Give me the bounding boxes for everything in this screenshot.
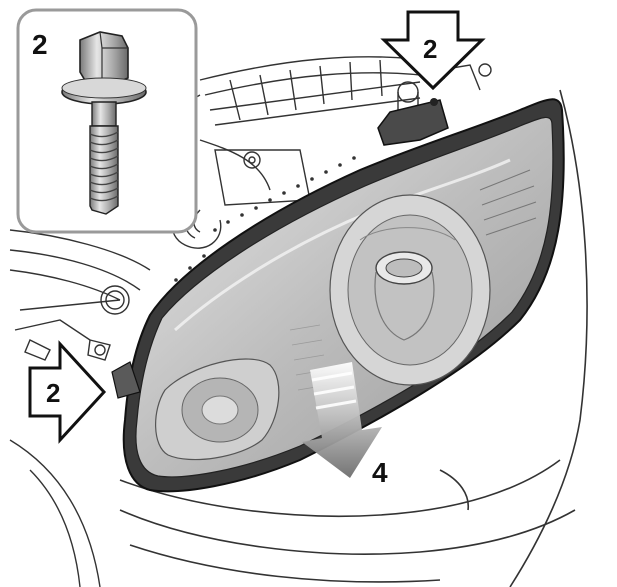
harness-dots: [174, 156, 356, 282]
top-callout-arrow: [380, 10, 486, 91]
removal-arrow: [302, 362, 382, 478]
lens-pattern: [289, 324, 329, 391]
headlamp-mount-tab-top: [377, 99, 449, 146]
callout-top-number: 2: [423, 34, 437, 64]
bolt-inset-panel: [16, 8, 198, 234]
right-arrow-icon: [28, 340, 107, 444]
down-arrow-icon: [380, 10, 486, 91]
headlamp-assembly: [111, 98, 565, 493]
callout-left-number: 2: [46, 378, 60, 408]
headlamp-mount-tab-left: [111, 361, 141, 399]
down-arrow-icon: [302, 362, 382, 478]
mount-bolt-top: [430, 98, 438, 106]
engine-bay-linework: [9, 56, 492, 587]
projector-reflector: [329, 194, 491, 386]
bumper-outline: [119, 89, 588, 587]
flange-bolt-icon: [61, 31, 147, 215]
callout-inset-number: 2: [32, 29, 48, 60]
callout-removal-number: 4: [372, 457, 388, 488]
left-callout-arrow: [28, 340, 107, 444]
side-reflector: [479, 169, 537, 236]
secondary-lamp: [155, 358, 280, 461]
